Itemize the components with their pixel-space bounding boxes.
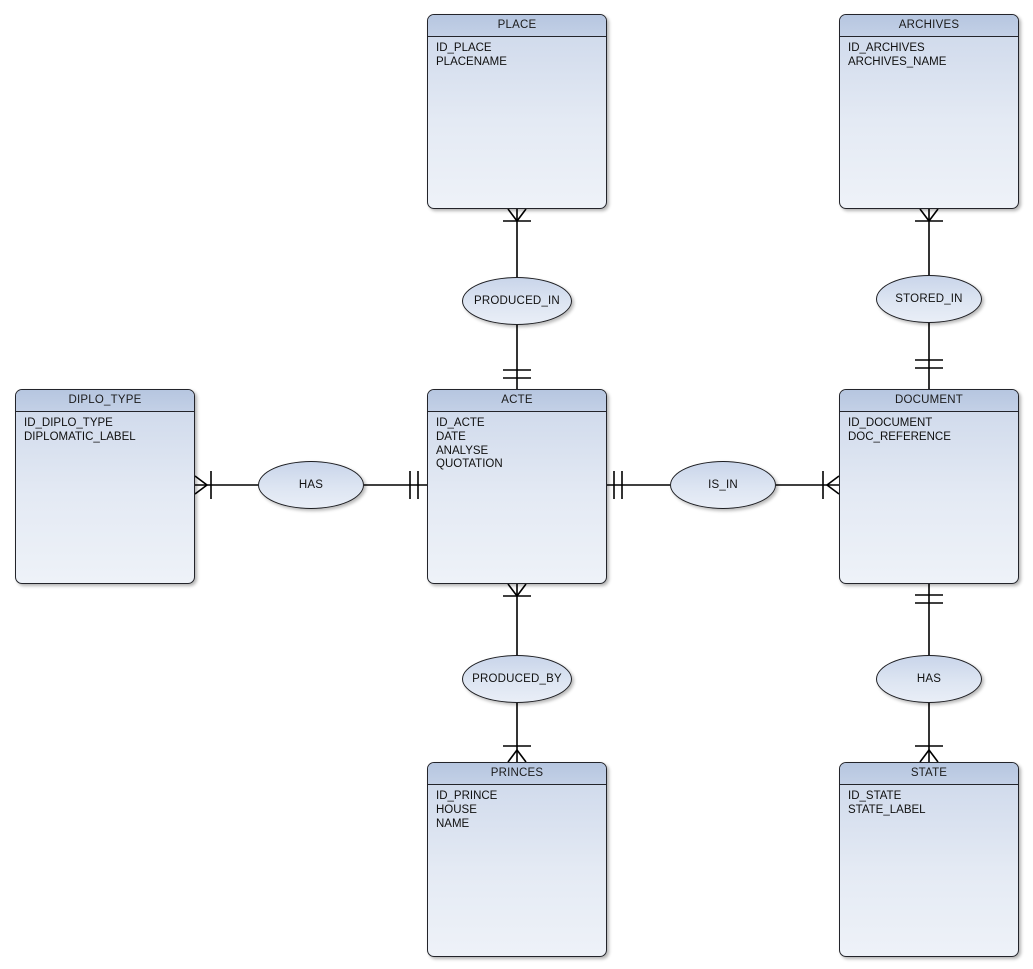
relationship-has-state[interactable]: HAS — [876, 655, 982, 703]
attribute: ANALYSE — [436, 444, 489, 457]
relationship-label: IS_IN — [708, 479, 738, 491]
entity-diplo-type-title: DIPLO_TYPE — [16, 390, 194, 412]
connector-archives-stored-in — [915, 208, 943, 275]
entity-diplo-type-attributes: ID_DIPLO_TYPE DIPLOMATIC_LABEL — [16, 412, 194, 445]
attribute: STATE_LABEL — [848, 803, 926, 816]
attribute: ID_PRINCE — [436, 790, 498, 802]
attribute: ID_STATE — [848, 790, 902, 802]
connector-has-acte — [364, 471, 427, 499]
entity-archives[interactable]: ARCHIVES ID_ARCHIVES ARCHIVES_NAME — [839, 14, 1019, 209]
entity-princes[interactable]: PRINCES ID_PRINCE HOUSE NAME — [427, 762, 607, 957]
connector-stored-in-document — [915, 323, 943, 389]
entity-acte-attributes: ID_ACTE DATE ANALYSE QUOTATION — [428, 412, 606, 472]
relationship-label: STORED_IN — [895, 293, 963, 305]
entity-place[interactable]: PLACE ID_PLACE PLACENAME — [427, 14, 607, 209]
attribute: ARCHIVES_NAME — [848, 55, 947, 68]
entity-archives-title: ARCHIVES — [840, 15, 1018, 37]
relationship-is-in[interactable]: IS_IN — [670, 461, 776, 509]
relationship-stored-in[interactable]: STORED_IN — [876, 275, 982, 323]
attribute: ID_ARCHIVES — [848, 42, 925, 54]
entity-document[interactable]: DOCUMENT ID_DOCUMENT DOC_REFERENCE — [839, 389, 1019, 584]
entity-state-title: STATE — [840, 763, 1018, 785]
entity-archives-attributes: ID_ARCHIVES ARCHIVES_NAME — [840, 37, 1018, 70]
attribute: PLACENAME — [436, 55, 507, 68]
attribute: ID_ACTE — [436, 417, 485, 429]
connector-produced-in-acte — [503, 325, 531, 389]
connector-place-produced-in — [503, 208, 531, 277]
connector-document-has — [915, 584, 943, 655]
relationship-label: PRODUCED_IN — [474, 295, 560, 307]
relationship-label: HAS — [298, 479, 324, 491]
attribute: ID_DOCUMENT — [848, 417, 933, 429]
relationship-label: PRODUCED_BY — [472, 673, 562, 685]
connector-produced-by-princes — [503, 703, 531, 763]
entity-state[interactable]: STATE ID_STATE STATE_LABEL — [839, 762, 1019, 957]
entity-princes-title: PRINCES — [428, 763, 606, 785]
relationship-produced-in[interactable]: PRODUCED_IN — [462, 277, 572, 325]
entity-diplo-type[interactable]: DIPLO_TYPE ID_DIPLO_TYPE DIPLOMATIC_LABE… — [15, 389, 195, 584]
entity-place-attributes: ID_PLACE PLACENAME — [428, 37, 606, 70]
connector-diplo-type-has — [194, 471, 258, 499]
attribute: DATE — [436, 430, 466, 443]
entity-acte-title: ACTE — [428, 390, 606, 412]
connector-is-in-document — [776, 471, 840, 499]
connector-acte-is-in — [607, 471, 670, 499]
relationship-label: HAS — [916, 673, 942, 685]
relationship-has-diplo[interactable]: HAS — [258, 461, 364, 509]
relationship-produced-by[interactable]: PRODUCED_BY — [462, 655, 572, 703]
entity-acte[interactable]: ACTE ID_ACTE DATE ANALYSE QUOTATION — [427, 389, 607, 584]
entity-document-title: DOCUMENT — [840, 390, 1018, 412]
attribute: DIPLOMATIC_LABEL — [24, 430, 136, 443]
entity-document-attributes: ID_DOCUMENT DOC_REFERENCE — [840, 412, 1018, 445]
entity-princes-attributes: ID_PRINCE HOUSE NAME — [428, 785, 606, 831]
attribute: DOC_REFERENCE — [848, 430, 951, 443]
attribute: ID_PLACE — [436, 42, 492, 54]
entity-place-title: PLACE — [428, 15, 606, 37]
attribute: NAME — [436, 817, 470, 830]
attribute: HOUSE — [436, 803, 477, 816]
connector-has-state — [915, 703, 943, 763]
attribute: QUOTATION — [436, 458, 503, 471]
connector-acte-produced-by — [503, 583, 531, 655]
entity-state-attributes: ID_STATE STATE_LABEL — [840, 785, 1018, 818]
attribute: ID_DIPLO_TYPE — [24, 417, 113, 429]
